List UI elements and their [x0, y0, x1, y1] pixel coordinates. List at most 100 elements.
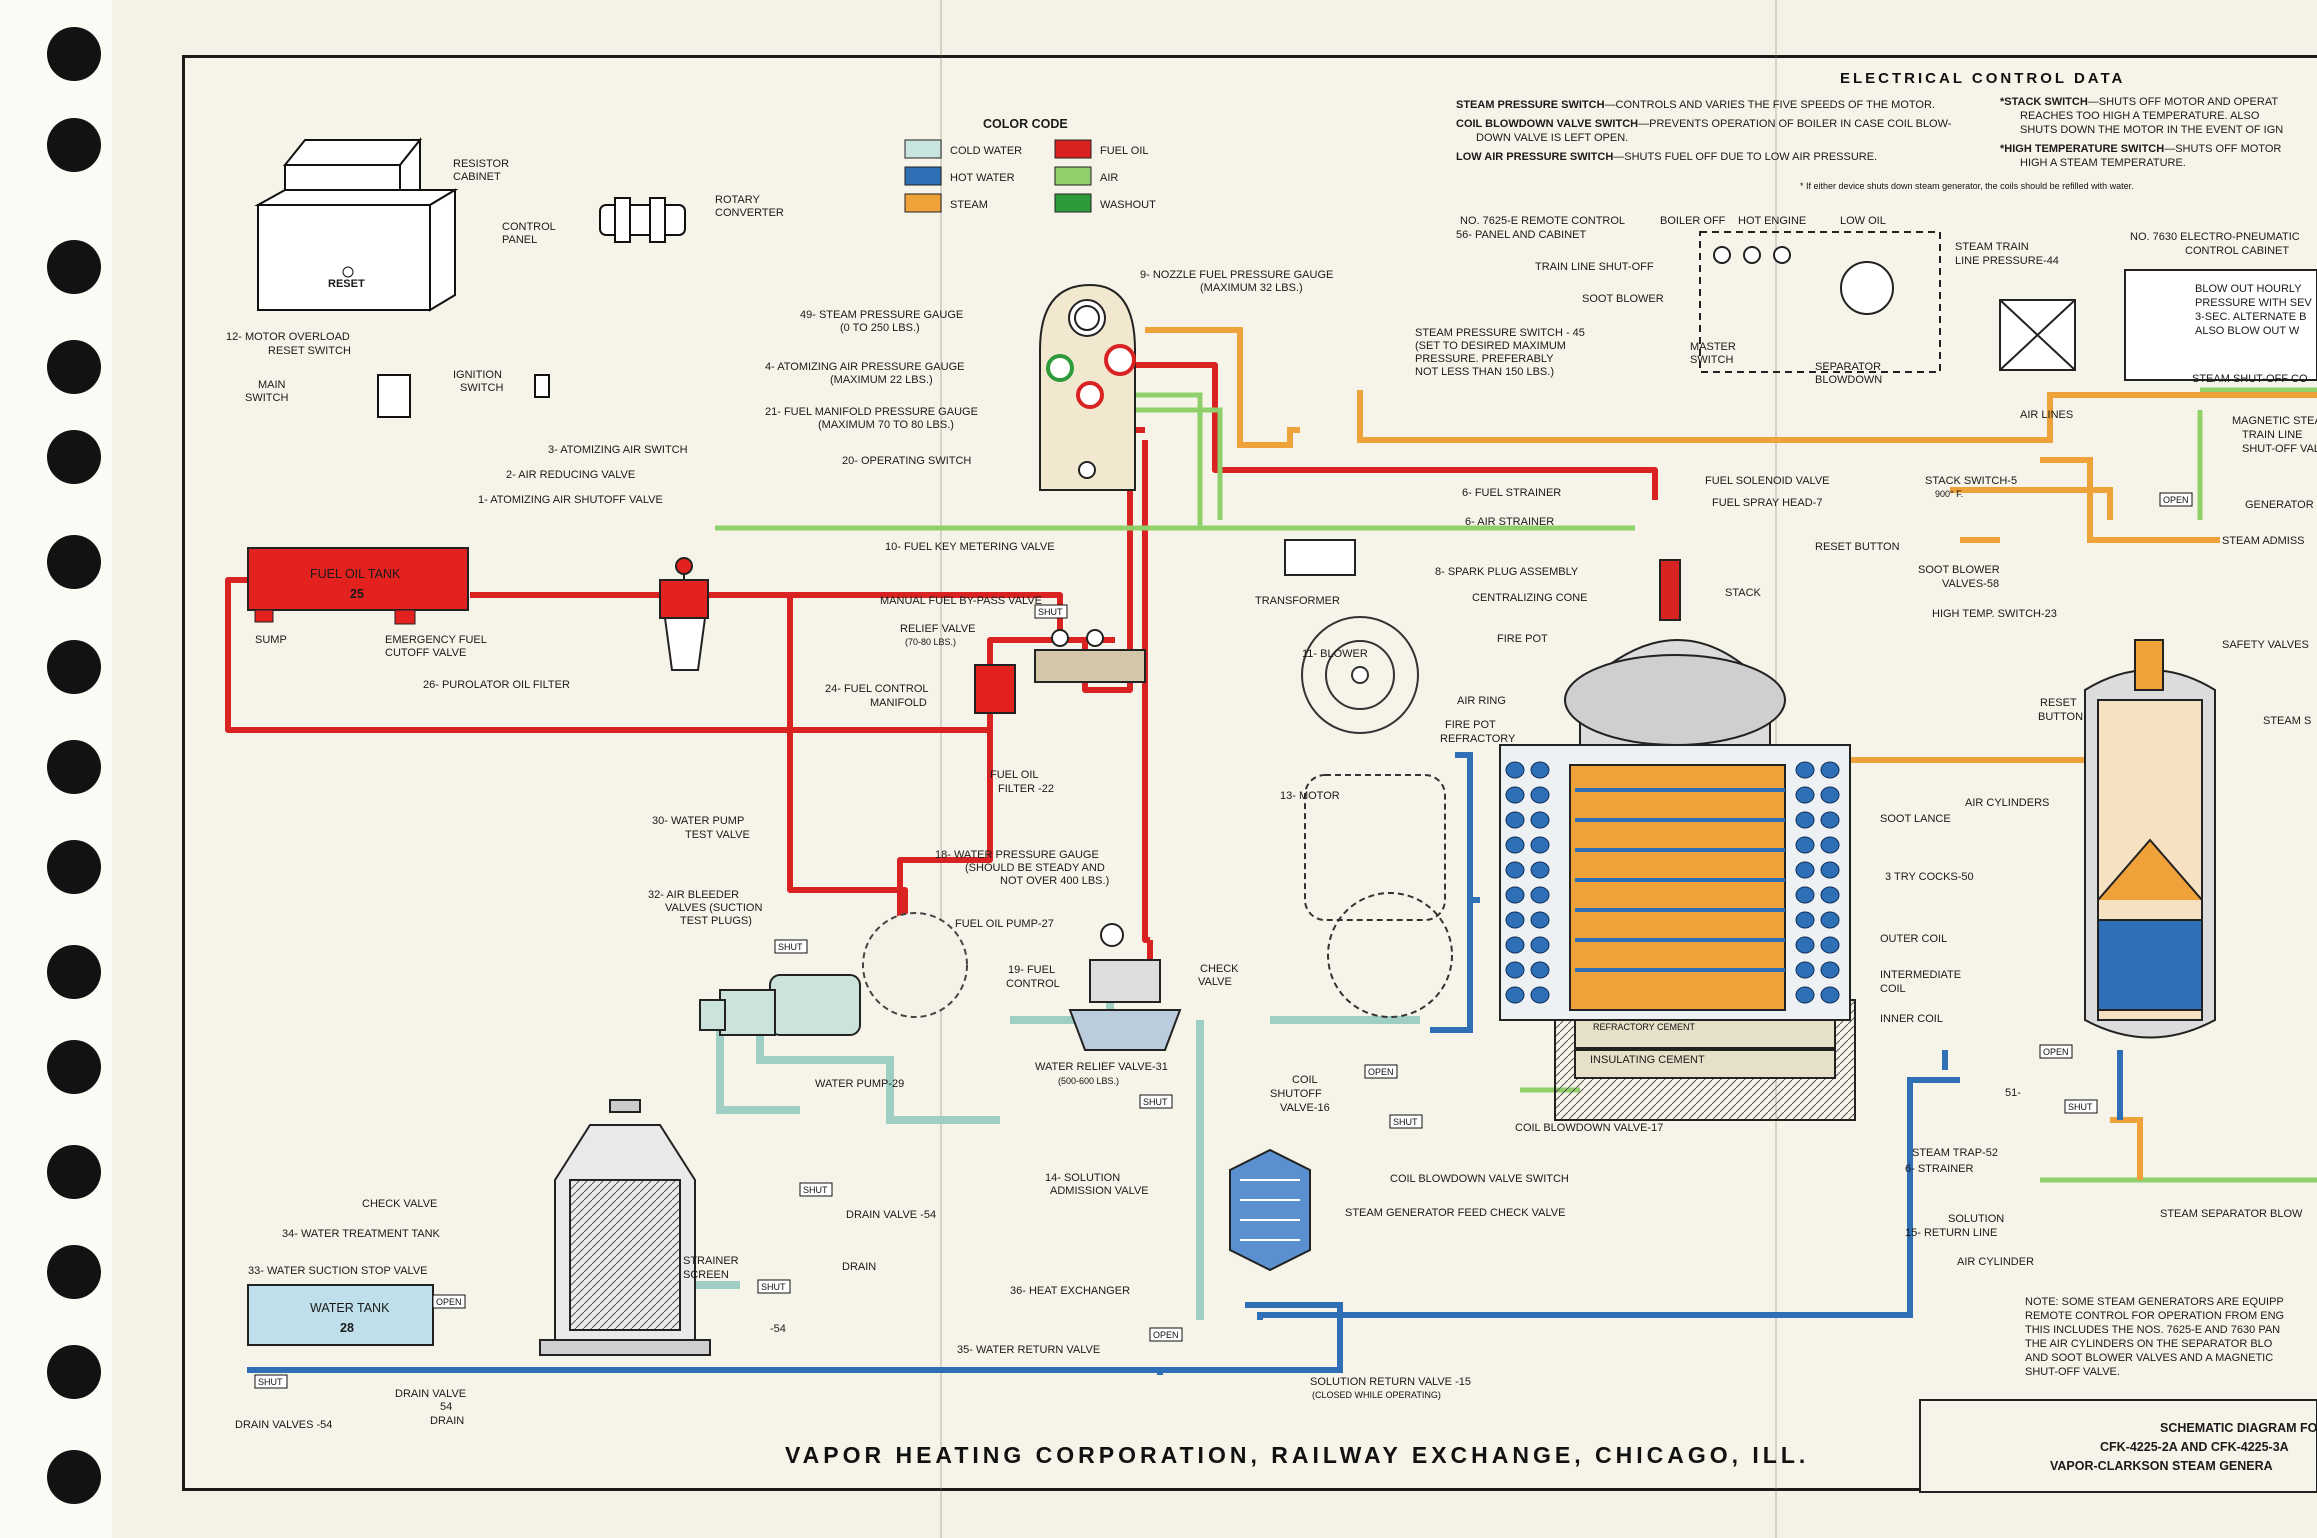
fuel-oil-tank [247, 547, 469, 611]
fire-pot-refractory-label: REFRACTORY [1440, 733, 1516, 745]
binder-hole [47, 945, 101, 999]
reset-icon [342, 266, 354, 278]
fuel-oil-pump-label: FUEL OIL PUMP-27 [955, 918, 1054, 930]
blower-label: 11- BLOWER [1302, 648, 1368, 660]
magnetic-steam-label: TRAIN LINE [2242, 429, 2303, 441]
separator-blowdown-label: SEPARATOR [1815, 361, 1881, 373]
steam-pressure-switch-label: (SET TO DESIRED MAXIMUM [1415, 340, 1566, 352]
stack-label: STACK [1725, 587, 1762, 599]
coil-blowdown-valve-label: COIL BLOWDOWN VALVE-17 [1515, 1122, 1663, 1134]
shut-tag [774, 939, 808, 954]
binder-hole [47, 340, 101, 394]
drain-valves-54-label: DRAIN VALVES -54 [235, 1419, 332, 1431]
separator-blowdown-label: BLOWDOWN [1815, 374, 1882, 386]
steam-trap-label: STEAM TRAP-52 [1912, 1147, 1998, 1159]
electrical-line: STEAM PRESSURE SWITCH—CONTROLS AND VARIE… [1456, 99, 1935, 111]
fuel-manifold-gauge-label: (MAXIMUM 70 TO 80 LBS.) [818, 419, 954, 431]
footer-text: VAPOR HEATING CORPORATION, RAILWAY EXCHA… [785, 1442, 1809, 1468]
water-pump [699, 974, 861, 1036]
shut-tag [1389, 1114, 1423, 1129]
main-switch-label: SWITCH [245, 392, 288, 404]
electrical-line: LOW AIR PRESSURE SWITCH—SHUTS FUEL OFF D… [1456, 151, 1877, 163]
legend-label-washout: WASHOUT [1100, 199, 1156, 211]
magnetic-steam-label: MAGNETIC STEA [2232, 415, 2317, 427]
note-line: AND SOOT BLOWER VALVES AND A MAGNETIC [2025, 1352, 2273, 1364]
steam-s-label: STEAM S [2263, 715, 2311, 727]
check-valve-mid-label: CHECK [1200, 963, 1239, 975]
title-block-line: VAPOR-CLARKSON STEAM GENERA [2050, 1459, 2273, 1473]
insulating-cement-label: INSULATING CEMENT [1590, 1054, 1705, 1066]
water-pressure-gauge-label: 18- WATER PRESSURE GAUGE [935, 849, 1099, 861]
labels-gauges: 9- NOZZLE FUEL PRESSURE GAUGE (MAXIMUM 3… [478, 269, 1333, 506]
title-block-line: SCHEMATIC DIAGRAM FO [2160, 1421, 2317, 1435]
air-lines-label: AIR LINES [2020, 409, 2073, 421]
ignition-switch-label: SWITCH [460, 382, 503, 394]
rotary-converter-label: CONVERTER [715, 207, 784, 219]
soot-blower-valves-label: SOOT BLOWER [1918, 564, 2000, 576]
ignition-switch-label: IGNITION [453, 369, 502, 381]
steam-pressure-switch-label: PRESSURE. PREFERABLY [1415, 353, 1554, 365]
shut-tag-label: SHUT [1393, 1117, 1418, 1127]
water-pump-label: WATER PUMP-29 [815, 1078, 904, 1090]
water-pump-test-label: 30- WATER PUMP [652, 815, 744, 827]
electro-pneumatic-label: NO. 7630 ELECTRO-PNEUMATIC [2130, 231, 2300, 243]
electrical-control-data: ELECTRICAL CONTROL DATA STEAM PRESSURE S… [1456, 70, 2283, 191]
air-bleeder-label: VALVES (SUCTION [665, 902, 762, 914]
shut-tag-label: SHUT [803, 1185, 828, 1195]
binder-hole [47, 27, 101, 81]
low-oil-label: LOW OIL [1840, 215, 1886, 227]
binder-hole [47, 840, 101, 894]
relief-valve-label: (70-80 LBS.) [905, 637, 956, 647]
shut-tag [254, 1374, 288, 1389]
air-cylinders-label: AIR CYLINDERS [1965, 797, 2049, 809]
electrical-right-line: SHUTS DOWN THE MOTOR IN THE EVENT OF IGN [2020, 124, 2283, 136]
boiler-coil-bands [1575, 788, 1785, 972]
fuel-control-manifold-label: MANIFOLD [870, 697, 927, 709]
legend-label-steam: STEAM [950, 199, 988, 211]
stack-switch-label: STACK SWITCH-5 [1925, 475, 2017, 487]
blow-out-label: BLOW OUT HOURLY [2195, 283, 2302, 295]
legend-label-fuel-oil: FUEL OIL [1100, 145, 1149, 157]
steam-admiss-label: STEAM ADMISS [2222, 535, 2305, 547]
strainer-screen-label: STRAINER [683, 1255, 739, 1267]
shut-tag [757, 1279, 791, 1294]
drain-label: DRAIN [842, 1261, 876, 1273]
fuel-manifold-gauge-label: 21- FUEL MANIFOLD PRESSURE GAUGE [765, 406, 978, 418]
check-valve-left-label: CHECK VALVE [362, 1198, 437, 1210]
fuel-solenoid-label: FUEL SOLENOID VALVE [1705, 475, 1830, 487]
shut-tag [799, 1182, 833, 1197]
remote-control-cabinet [1699, 231, 1941, 373]
steam-gauge-label: (0 TO 250 LBS.) [840, 322, 920, 334]
open-tag [432, 1294, 466, 1309]
solution-return-label: (CLOSED WHILE OPERATING) [1312, 1390, 1441, 1400]
water-pressure-gauge-label: NOT OVER 400 LBS.) [1000, 875, 1109, 887]
motor-overload-label: RESET SWITCH [268, 345, 351, 357]
hot-water-lines [247, 752, 2123, 1375]
control-panel-label: PANEL [502, 234, 537, 246]
generator-label: GENERATOR [2245, 499, 2314, 511]
feed-check-label: STEAM GENERATOR FEED CHECK VALVE [1345, 1207, 1565, 1219]
try-cocks-label: 3 TRY COCKS-50 [1885, 871, 1974, 883]
fuel-spray-head-label: FUEL SPRAY HEAD-7 [1712, 497, 1822, 509]
resistor-cabinet-label: CABINET [453, 171, 501, 183]
fuel-oil-tank-label: FUEL OIL TANK [310, 567, 401, 581]
note-line: THE AIR CYLINDERS ON THE SEPARATOR BLO [2025, 1338, 2273, 1350]
legend-swatch-air [1054, 166, 1092, 186]
shut-tag-label: SHUT [1038, 607, 1063, 617]
reset-button-label: RESET BUTTON [1815, 541, 1900, 553]
title-block-box [1919, 1399, 2317, 1493]
remote-control-label: 56- PANEL AND CABINET [1456, 229, 1586, 241]
fuel-control-19 [1068, 923, 1182, 1051]
number-51-label: 51- [2005, 1087, 2021, 1099]
legend-swatch-hot-water [904, 166, 942, 186]
steam-trap-label: 6- STRAINER [1905, 1163, 1974, 1175]
spark-plug-label: 8- SPARK PLUG ASSEMBLY [1435, 566, 1579, 578]
color-code-legend: COLOR CODE COLD WATER HOT WATER STEAM FU… [904, 117, 1156, 213]
labels-water: 30- WATER PUMP TEST VALVE 32- AIR BLEEDE… [235, 815, 1471, 1431]
water-treatment-tank-label: 34- WATER TREATMENT TANK [282, 1228, 441, 1240]
electrical-right-line: REACHES TOO HIGH A TEMPERATURE. ALSO [2020, 110, 2260, 122]
open-tag-label: OPEN [1153, 1330, 1179, 1340]
rotary-converter-label: ROTARY [715, 194, 760, 206]
steam-gauge-label: 49- STEAM PRESSURE GAUGE [800, 309, 963, 321]
control-panel-label: CONTROL [502, 221, 556, 233]
